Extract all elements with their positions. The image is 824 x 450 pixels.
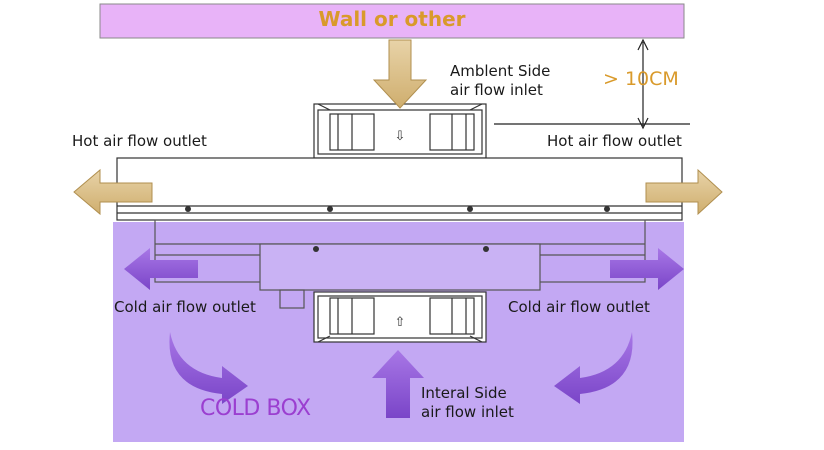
cold-box-label: COLD BOX [200,396,311,421]
cold-outlet-left-arrow [124,248,198,290]
hot-outlet-left-arrow [73,168,153,216]
internal-inlet-label-line1: Interal Side [421,384,507,402]
ambient-inlet-label-line1: Amblent Side [450,62,551,80]
unit-body [116,157,683,221]
cold-curve-right-arrow [554,332,633,404]
unit-screws [185,206,610,212]
cold-outlet-left-label: Cold air flow outlet [114,298,256,316]
internal-fan-housing [313,291,487,343]
ambient-fan-flow-mark: ⇩ [395,129,406,144]
internal-screws [313,246,489,252]
internal-inlet-label-line2: air flow inlet [421,403,514,421]
wall-label: Wall or other [318,7,466,31]
cold-curve-left-arrow [169,332,248,404]
internal-housing [154,219,646,309]
cold-outlet-right-label: Cold air flow outlet [508,298,650,316]
hot-outlet-right-label: Hot air flow outlet [547,132,682,150]
hot-outlet-right-arrow [645,168,723,216]
clearance-dimension [494,38,690,130]
ambient-inlet-arrow [372,39,428,109]
internal-inlet-arrow [372,350,424,418]
clearance-label: > 10CM [603,68,679,90]
hot-outlet-left-label: Hot air flow outlet [72,132,207,150]
wall-bar [99,3,685,39]
ambient-inlet-label-line2: air flow inlet [450,81,543,99]
cold-outlet-right-arrow [610,248,684,290]
internal-fan-flow-mark: ⇧ [395,315,406,330]
